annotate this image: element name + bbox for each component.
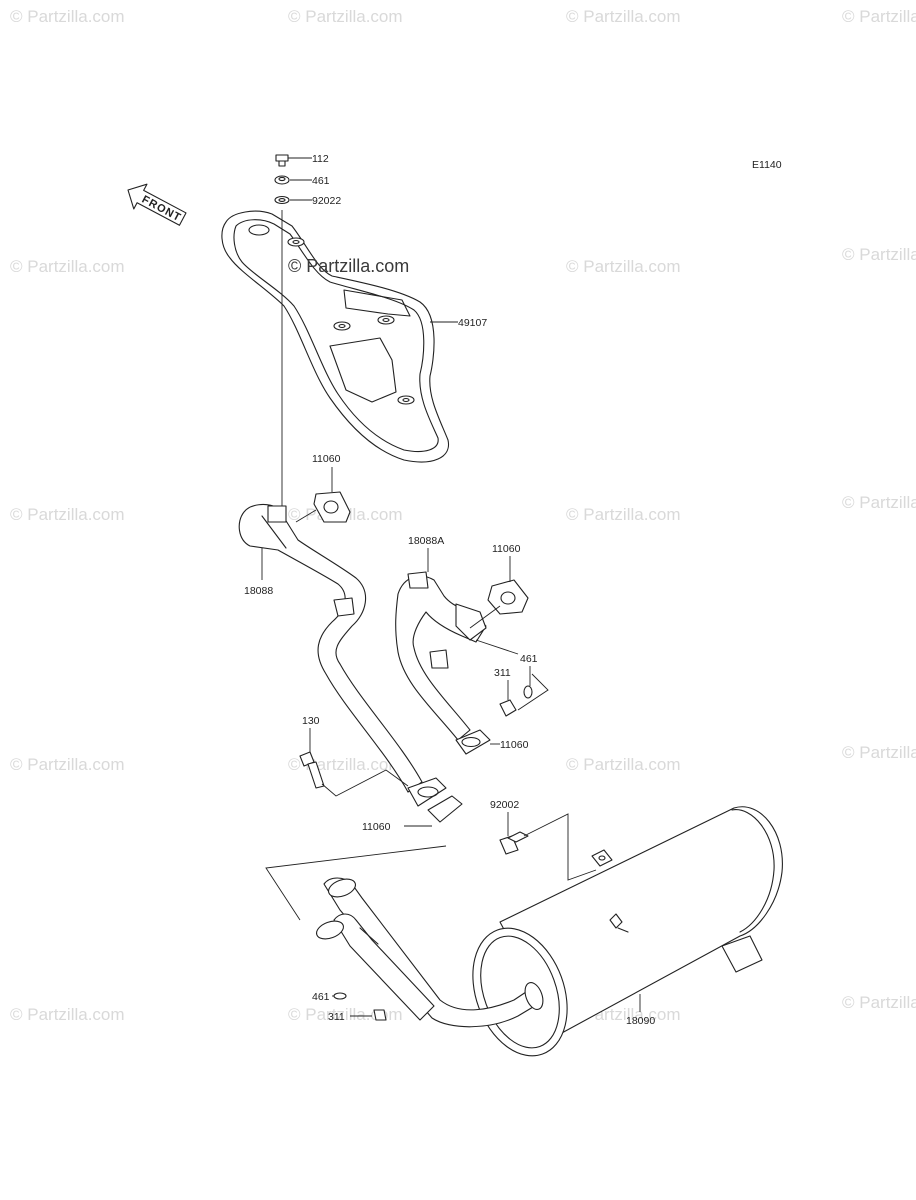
leader-line — [265, 845, 447, 921]
diagram-code: E1140 — [752, 159, 782, 171]
gasket-11060-icon — [487, 579, 529, 615]
label-461-mid: 461 — [520, 653, 538, 665]
watermark: © Partzilla.com — [842, 493, 916, 512]
label-92022: 92022 — [312, 195, 341, 207]
watermark: © Partzilla.com — [842, 743, 916, 762]
watermark: © Partzilla.com — [566, 505, 681, 524]
watermark: © Partzilla.com — [10, 1005, 125, 1024]
label-18088a: 18088A — [408, 535, 444, 547]
gasket-11060-icon — [313, 491, 351, 523]
label-11060-d: 11060 — [362, 821, 391, 833]
exhaust-pipe-18088a — [395, 571, 491, 755]
tailpipe-18090 — [316, 877, 544, 1028]
bolt-92002-icon — [499, 831, 529, 855]
leader-line — [517, 673, 549, 711]
label-11060-a: 11060 — [312, 453, 341, 465]
nut-461-icon — [333, 992, 347, 1000]
label-461-bot: 461 — [312, 991, 330, 1003]
washer-92022-icon — [274, 195, 290, 205]
label-461-top: 461 — [312, 175, 330, 187]
leader-line — [475, 639, 519, 655]
label-311-mid: 311 — [494, 667, 511, 679]
exhaust-pipe-18088 — [238, 503, 447, 807]
watermark: © Partzilla.com — [842, 993, 916, 1012]
label-11060-b: 11060 — [492, 543, 521, 555]
watermark: © Partzilla.com — [566, 7, 681, 26]
label-18090: 18090 — [626, 1015, 655, 1027]
watermark: © Partzilla.com — [842, 245, 916, 264]
front-arrow-icon: FRONT — [127, 183, 187, 226]
nut-461-icon — [523, 685, 533, 699]
heat-guard-49107 — [221, 210, 450, 463]
nut-311-icon — [499, 699, 517, 717]
watermark: © Partzilla.com — [10, 755, 125, 774]
label-130: 130 — [302, 715, 320, 727]
watermark: © Partzilla.com — [10, 257, 125, 276]
nut-311-icon — [373, 1009, 387, 1021]
watermark: © Partzilla.com — [842, 7, 916, 26]
leader-line — [295, 509, 317, 523]
watermark: © Partzilla.com — [566, 257, 681, 276]
nut-461-icon — [274, 175, 290, 185]
leader-line — [321, 769, 409, 797]
bolt-130-icon — [299, 751, 325, 789]
leader-line — [523, 813, 597, 881]
watermark: © Partzilla.com — [566, 755, 681, 774]
leader-line — [469, 605, 501, 629]
label-92002: 92002 — [490, 799, 519, 811]
label-18088: 18088 — [244, 585, 273, 597]
watermark: © Partzilla.com — [10, 7, 125, 26]
bolt-112-icon — [275, 154, 289, 167]
label-112: 112 — [312, 153, 329, 165]
label-11060-c: 11060 — [500, 739, 529, 751]
gasket-11060-icon — [427, 795, 463, 823]
label-311-bot: 311 — [328, 1011, 345, 1023]
label-49107: 49107 — [458, 317, 487, 329]
center-watermark: © Partzilla.com — [288, 256, 409, 276]
watermark: © Partzilla.com — [288, 7, 403, 26]
watermark: © Partzilla.com — [10, 505, 125, 524]
